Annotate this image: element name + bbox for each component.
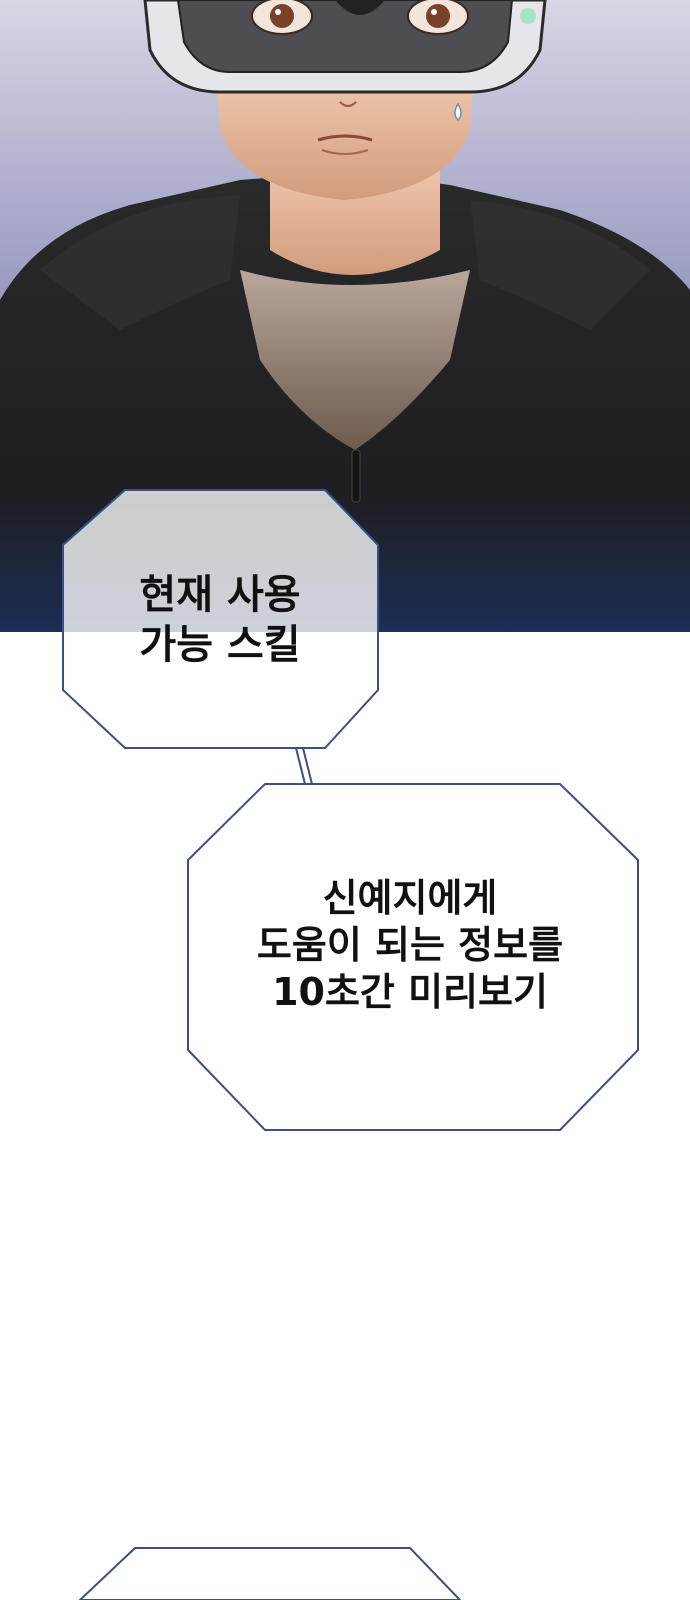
speech-bubble-3 bbox=[78, 1547, 462, 1600]
shirt bbox=[240, 270, 470, 450]
bubble-2-line-3: 10초간 미리보기 bbox=[272, 970, 548, 1014]
speech-bubble-2 bbox=[187, 783, 639, 1131]
bubble-1-line-2: 가능 스킬 bbox=[139, 622, 301, 668]
bubble-1-line-1: 현재 사용 bbox=[139, 572, 301, 618]
bubble-2-line-1: 신예지에게 bbox=[322, 876, 498, 920]
face bbox=[215, 60, 475, 200]
bubble-1-text: 현재 사용 가능 스킬 bbox=[90, 570, 350, 670]
bubble-2-line-2: 도움이 되는 정보를 bbox=[256, 923, 564, 967]
bubble-2-text: 신예지에게 도움이 되는 정보를 10초간 미리보기 bbox=[210, 875, 610, 1016]
bubble-tail bbox=[294, 747, 314, 785]
speech-bubble-1 bbox=[62, 489, 379, 749]
vr-headset-icon bbox=[143, 0, 547, 94]
zipper bbox=[351, 449, 361, 503]
